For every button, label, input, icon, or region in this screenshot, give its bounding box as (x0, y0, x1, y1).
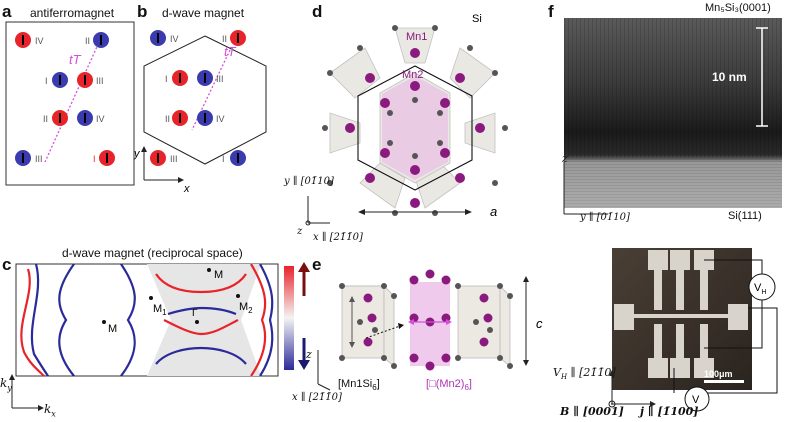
axis-f-z: z (562, 152, 568, 165)
label-mn1: Mn1 (406, 31, 427, 43)
label-m-center: M (108, 323, 117, 335)
device-vh-direction: VH ∥ [21̄1̄0] (553, 366, 616, 381)
axis-c-ky-main: k (0, 376, 8, 390)
panel-d-label: d (312, 2, 323, 21)
label-mn2-6-sub: 6 (464, 383, 469, 393)
roman-a-5: IV (96, 114, 105, 124)
reciprocal-space-plot: M M M1 Γ M2 (15, 263, 279, 377)
axis-b-x: x (183, 183, 190, 195)
panel-c-3d-axes (317, 350, 331, 391)
label-m-top: M (214, 269, 223, 281)
roman-a-1: II (85, 36, 90, 46)
label-m2-sub: 2 (248, 306, 253, 315)
tem-scale: 10 nm (712, 70, 747, 84)
panel-e-label: e (312, 255, 322, 274)
label-m2-main: M (239, 301, 248, 313)
label-mn1si6: [Mn1Si6] (338, 378, 380, 392)
axis-c-z: z (306, 348, 312, 361)
axis-d-y: y ∥ [01̄10] (284, 176, 334, 187)
label-mn1si6-main: [Mn1Si (338, 378, 373, 390)
tem-image: 10 nm (564, 18, 782, 208)
label-mn2-6-main: [□(Mn2) (426, 378, 465, 390)
axis-d-z: z (297, 226, 303, 237)
panel-c-title: d-wave magnet (reciprocal space) (62, 246, 243, 260)
roman-b-0: IV (170, 34, 179, 44)
roman-b-3: III (216, 74, 224, 84)
roman-a-4: II (43, 114, 48, 124)
roman-a-0: IV (35, 36, 44, 46)
device-b-direction: B ∥ [0001] (560, 405, 624, 418)
panel-c-label: c (2, 255, 12, 274)
roman-b-5: IV (216, 114, 225, 124)
label-c: c (536, 316, 543, 331)
label-m1-main: M (153, 303, 162, 315)
vh-meter: VH (754, 282, 766, 296)
label-si: Si (472, 13, 482, 25)
panel-e-structure: c (339, 269, 543, 371)
roman-a-7: I (93, 154, 96, 164)
label-mn1si6-sub: 6 (372, 383, 377, 393)
panel-d-structure: Si Mn1 Mn2 a (305, 13, 508, 226)
axis-b-y: y (133, 148, 141, 160)
label-m1: M1 (153, 303, 167, 317)
roman-b-7: I (222, 154, 225, 164)
roman-b-1: II (222, 34, 227, 44)
panel-b-diagram: IV II I III II IV III I tT y x (133, 30, 267, 195)
roman-b-2: I (165, 74, 168, 84)
axis-c-ky-sub: y (7, 383, 12, 393)
label-mn2: Mn2 (402, 69, 423, 81)
v-meter: V (684, 386, 710, 412)
axis-c-ky: ky (0, 376, 12, 392)
label-a: a (490, 204, 497, 219)
label-gamma: Γ (192, 308, 198, 319)
device-vh-direction-main: V (553, 366, 561, 379)
axis-c-kx-sub: x (51, 409, 56, 419)
panel-a-diagram: IV II I III II IV III I tT (5, 21, 135, 186)
label-m2: M2 (239, 301, 253, 315)
panel-f-bottom: Si(111) (728, 210, 762, 222)
roman-a-2: I (45, 76, 48, 86)
label-mn2-6-end: ] (468, 378, 472, 390)
roman-a-6: III (35, 154, 43, 164)
panel-c-axes (9, 374, 44, 411)
axis-f-y: y ∥ [01̄10] (580, 212, 630, 223)
symmetry-a: tT (69, 52, 82, 67)
panel-f-top: Mn₅Si₃(0001) (705, 2, 771, 14)
device-micrograph: VH 100μm (612, 248, 778, 394)
panel-a-title: antiferromagnet (30, 6, 115, 20)
v-meter-label: V (692, 394, 700, 406)
device-vh-direction-rest: ∥ [21̄1̄0] (567, 366, 616, 379)
panel-b-title: d-wave magnet (162, 6, 245, 20)
axis-c-kx: kx (44, 402, 56, 418)
axis-d-x: x ∥ [21̄1̄0] (313, 232, 363, 243)
panel-a-label: a (2, 2, 12, 21)
roman-a-3: III (96, 76, 104, 86)
spin-atoms (15, 32, 115, 166)
spin-colorbar (284, 262, 310, 370)
roman-b-6: III (170, 154, 178, 164)
label-mn1si6-end: ] (376, 378, 380, 390)
vh-meter-main: V (754, 282, 762, 294)
device-axes (608, 370, 656, 408)
label-m1-sub: 1 (162, 308, 167, 317)
device-vh-direction-sub: H (560, 373, 568, 382)
device-j-direction: j ∥ [1̄100] (640, 405, 699, 418)
panel-f-label: f (548, 2, 554, 21)
panel-b-label: b (137, 2, 148, 21)
roman-b-4: II (165, 114, 170, 124)
vh-meter-sub: H (761, 289, 766, 296)
label-mn2-6: [□(Mn2)6] (426, 378, 472, 392)
axis-c-kx-main: k (44, 402, 52, 416)
device-scale: 100μm (704, 369, 733, 379)
symmetry-b: tT (224, 44, 237, 59)
tem-axes (563, 162, 608, 215)
axis-c-x: x ∥ [21̄1̄0] (292, 392, 342, 403)
